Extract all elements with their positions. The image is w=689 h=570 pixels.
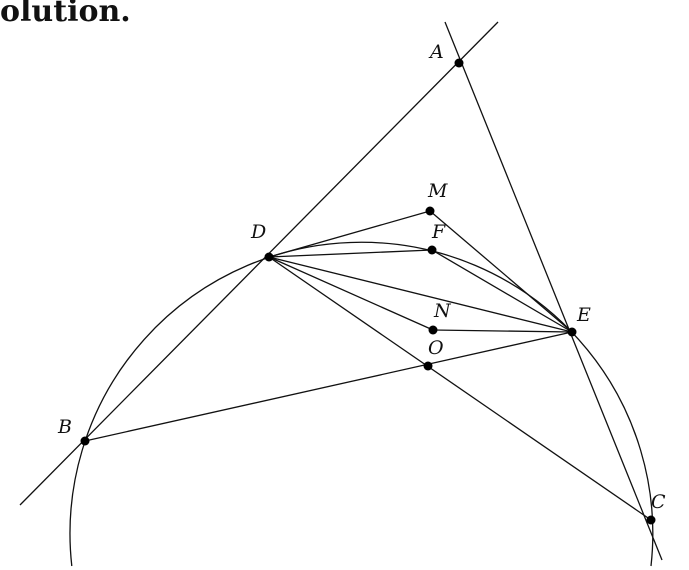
- label-m: M: [427, 180, 448, 202]
- point-m: [425, 206, 435, 216]
- point-e: [567, 327, 577, 337]
- label-e: E: [576, 304, 591, 326]
- segment-dn: [268, 256, 434, 331]
- segment-me: [429, 210, 573, 333]
- point-b: [80, 436, 90, 446]
- segment-df: [268, 249, 433, 258]
- section-heading: olution.: [0, 0, 131, 29]
- label-c: C: [651, 491, 666, 513]
- label-b: B: [57, 416, 72, 438]
- point-c: [646, 515, 656, 525]
- label-a: A: [428, 41, 444, 63]
- point-o: [423, 361, 433, 371]
- circumcircle: [69, 241, 654, 567]
- point-f: [427, 245, 437, 255]
- segment-dm: [268, 210, 431, 258]
- segment-be: [84, 331, 573, 442]
- segment-de: [268, 256, 573, 333]
- label-n: N: [433, 300, 452, 322]
- point-n: [428, 325, 438, 335]
- point-a: [454, 58, 464, 68]
- segment-fe: [431, 249, 573, 333]
- line-ac: [444, 21, 663, 561]
- label-d: D: [250, 221, 266, 243]
- label-o: O: [428, 337, 444, 359]
- segment-dc: [268, 256, 652, 521]
- point-d: [264, 252, 274, 262]
- segment-ne: [432, 329, 573, 333]
- line-ab: [19, 21, 499, 506]
- label-f: F: [431, 221, 446, 243]
